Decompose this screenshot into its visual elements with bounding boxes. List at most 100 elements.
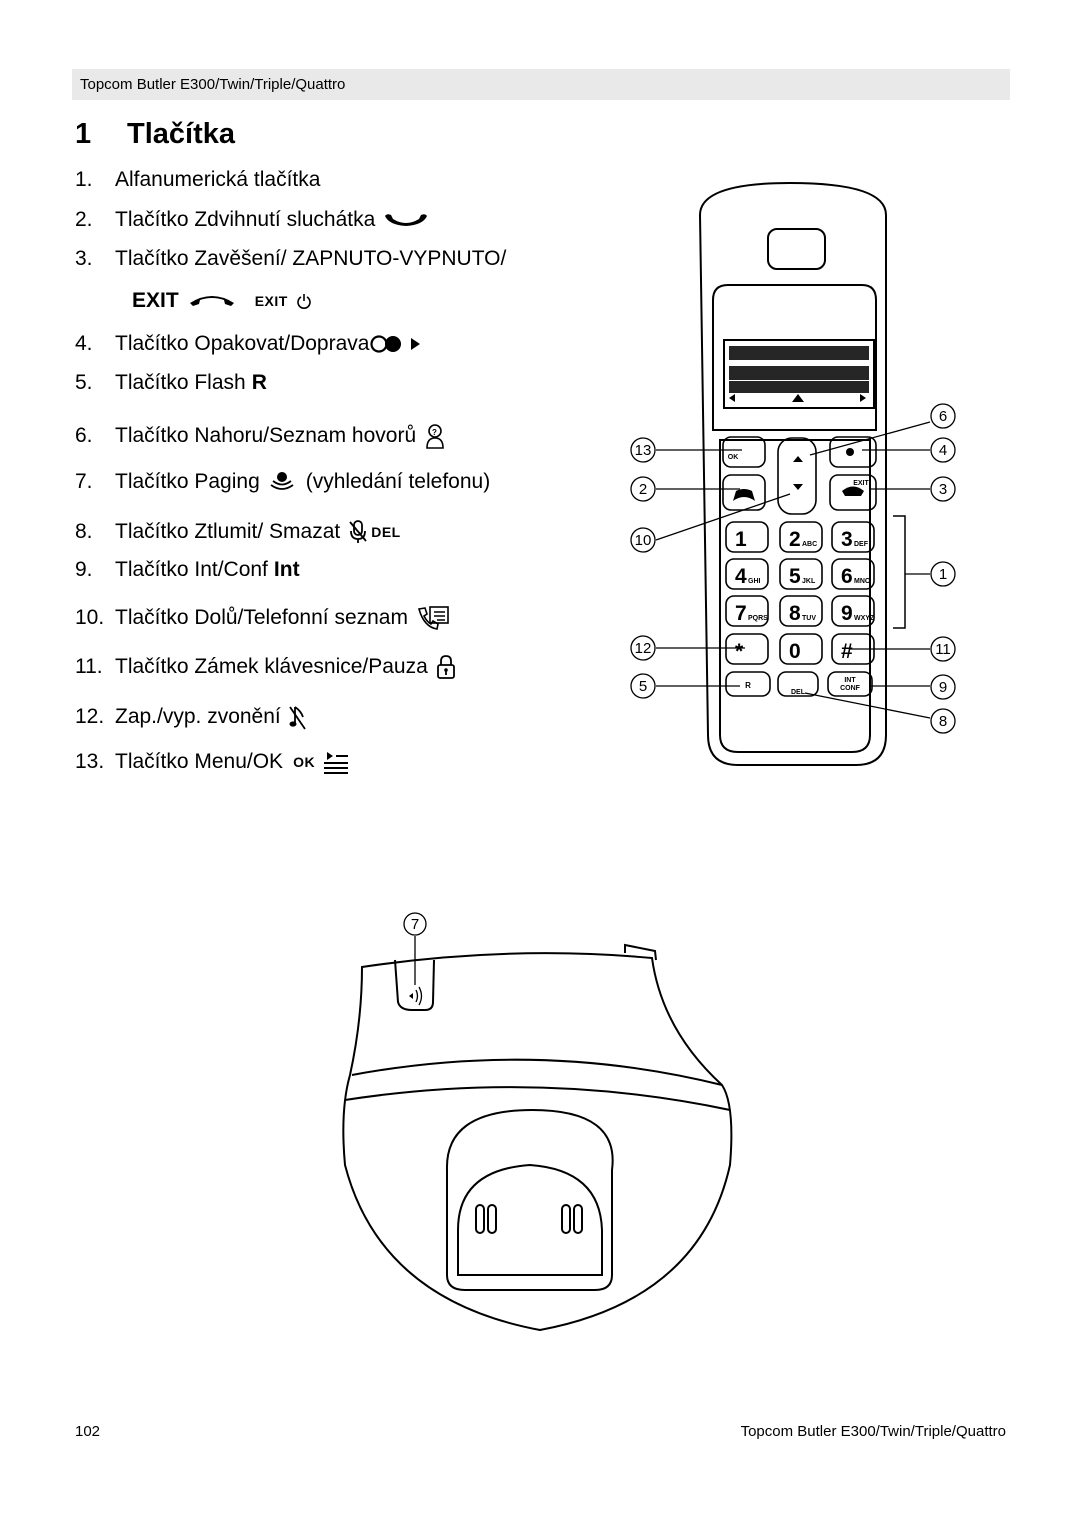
down-arrow-glyph	[793, 484, 803, 490]
keypad-digit: 6	[841, 565, 853, 588]
list-item: 12. Zap./vyp. zvonění	[75, 703, 307, 731]
callout-circle	[930, 403, 956, 429]
callout-number: 10	[635, 532, 652, 549]
callout-circle	[630, 437, 656, 463]
item-text: Alfanumerická tlačítka	[115, 168, 321, 191]
keypad-letters: MNO	[854, 578, 871, 585]
item-number: 1.	[75, 168, 93, 191]
phone-hangup-icon	[189, 296, 234, 306]
item-text: Tlačítko Int/Conf	[115, 558, 268, 581]
callout-number: 9	[939, 679, 947, 696]
callout-circle	[930, 476, 956, 502]
base-tab	[624, 943, 657, 961]
keypad-key	[725, 558, 769, 590]
callout-number: 1	[939, 566, 947, 583]
charging-base	[342, 943, 733, 1332]
callout-circle	[630, 673, 656, 699]
power-icon	[297, 294, 311, 309]
list-item: 9. Tlačítko Int/Conf Int	[75, 558, 300, 582]
item-number: 9.	[75, 558, 93, 581]
cradle-inner	[457, 1163, 603, 1276]
ringer-icon	[289, 706, 306, 730]
item-text: Tlačítko Ztlumit/ Smazat	[115, 520, 341, 543]
paging-button	[394, 959, 435, 1011]
callout-number: 2	[639, 481, 647, 498]
lcd-text-row-1	[729, 366, 869, 380]
lcd-right-arrow	[860, 394, 866, 402]
item-text: Tlačítko Flash	[115, 371, 246, 394]
keypad-digit: 9	[841, 602, 853, 625]
keypad-letters: WXYZ	[854, 615, 875, 622]
item-text: Tlačítko Zdvihnutí sluchátka	[115, 208, 376, 231]
footer-text: Topcom Butler E300/Twin/Triple/Quattro	[740, 1423, 1006, 1440]
callout-number: 5	[639, 678, 647, 695]
base-callout-7: 7	[411, 916, 419, 933]
keypad-digit: 2	[789, 528, 801, 551]
paging-icon	[270, 472, 294, 490]
key-int-label: INT	[844, 677, 856, 684]
keypad-key	[725, 521, 769, 553]
key-r-label: R	[745, 681, 751, 690]
keypad-key	[779, 595, 823, 627]
base-outline	[342, 952, 733, 1332]
hangup-button	[829, 474, 877, 511]
page-number: 102	[75, 1423, 101, 1440]
list-item: 6. Tlačítko Nahoru/Seznam hovorů ?	[75, 422, 446, 450]
keypad-digit: 4	[735, 565, 747, 588]
exit-label: EXIT	[132, 289, 179, 312]
callout-number: 3	[939, 481, 947, 498]
callout-circle	[930, 708, 956, 734]
handset-cradle	[445, 1108, 614, 1291]
list-item: 7. Tlačítko Paging (vyhledání telefonu)	[75, 470, 490, 494]
item-text: Tlačítko Zámek klávesnice/Pauza	[115, 655, 428, 678]
flash-key-label: R	[251, 371, 267, 394]
redial-glyph	[846, 448, 854, 456]
display-screen	[723, 339, 875, 409]
paging-suffix: (vyhledání telefonu)	[305, 470, 491, 493]
keypad-digit: 3	[841, 528, 853, 551]
keypad-digit: 0	[789, 640, 801, 663]
callout-number: 4	[939, 442, 947, 459]
pickup-glyph	[733, 489, 755, 501]
keypad-bracket	[893, 515, 906, 629]
item-number: 10.	[75, 606, 105, 629]
keypad-letters: ABC	[802, 541, 817, 548]
keypad-frame	[719, 439, 871, 753]
callout-number: 12	[635, 640, 652, 657]
call-list-icon: ?	[426, 424, 444, 449]
keypad-key	[725, 633, 769, 665]
ok-label: OK	[293, 754, 316, 770]
base-rim-line	[351, 1058, 723, 1086]
keypad-key	[831, 558, 875, 590]
callout-circle	[630, 476, 656, 502]
del-label: DEL	[371, 524, 401, 540]
keypad-key	[831, 595, 875, 627]
nav-rocker	[777, 437, 817, 515]
redial-right-icon	[370, 335, 421, 353]
keypad-digit: 1	[735, 528, 747, 551]
callout-circle	[930, 437, 956, 463]
charge-contact-left-b	[487, 1204, 497, 1234]
handset-body	[698, 181, 887, 766]
key-conf-label: CONF	[840, 685, 861, 692]
header-text: Topcom Butler E300/Twin/Triple/Quattro	[80, 76, 346, 93]
flash-button	[725, 671, 771, 697]
keypad-key	[779, 633, 823, 665]
item-number: 13.	[75, 750, 105, 773]
svg-text:?: ?	[432, 428, 437, 437]
list-item: 10. Tlačítko Dolů/Telefonní seznam	[75, 605, 450, 631]
hangup-glyph	[842, 486, 864, 496]
list-item: 1. Alfanumerická tlačítka	[75, 168, 320, 192]
list-item: 2. Tlačítko Zdvihnutí sluchátka	[75, 208, 429, 232]
list-item: 5. Tlačítko Flash R	[75, 371, 267, 395]
callout-number: 11	[935, 641, 951, 658]
int-label: Int	[273, 558, 300, 581]
item-text: Tlačítko Nahoru/Seznam hovorů	[115, 424, 417, 447]
lock-icon	[436, 655, 455, 679]
mute-icon	[349, 520, 367, 543]
key-exit-label: EXIT	[853, 480, 869, 487]
keypad-letters: TUV	[802, 615, 816, 622]
item-text: Tlačítko Paging	[115, 470, 260, 493]
item-number: 4.	[75, 332, 93, 355]
item-number: 12.	[75, 705, 105, 728]
